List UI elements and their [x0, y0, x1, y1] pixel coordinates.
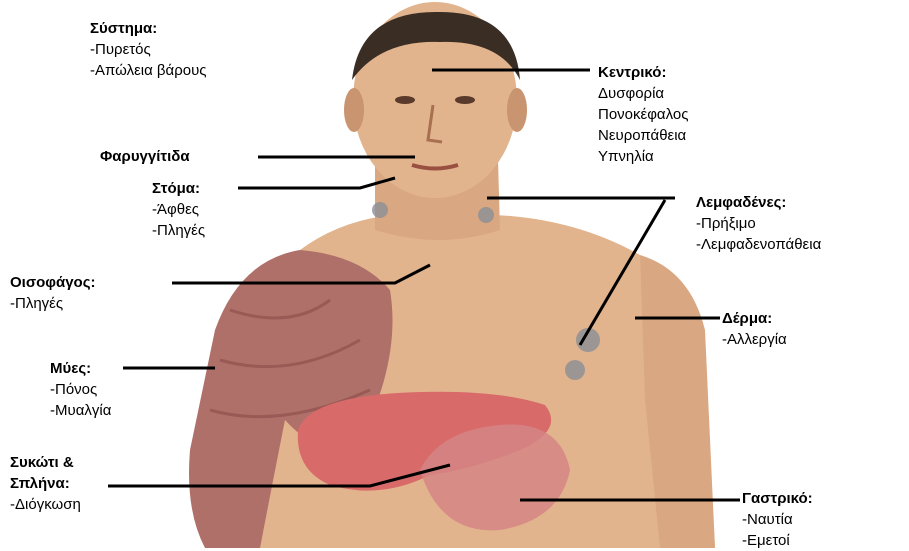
label-systemic: Σύστημα: -Πυρετός -Απώλεια βάρους [90, 18, 207, 81]
neck-lymph [372, 202, 388, 218]
label-systemic-item: -Πυρετός [90, 39, 207, 60]
label-central: Κεντρικό: Δυσφορία Πονοκέφαλος Νευροπάθε… [598, 62, 688, 167]
label-mouth-item: -Πληγές [152, 220, 205, 241]
label-lymph-nodes: Λεμφαδένες: -Πρήξιμο -Λεμφαδενοπάθεια [696, 192, 821, 255]
label-liver-spleen-item: -Διόγκωση [10, 494, 81, 515]
label-central-item: Υπνηλία [598, 146, 688, 167]
label-lymph-nodes-title: Λεμφαδένες: [696, 192, 821, 213]
label-muscles-item: -Πόνος [50, 379, 111, 400]
label-lymph-nodes-item: -Πρήξιμο [696, 213, 821, 234]
label-lymph-nodes-item: -Λεμφαδενοπάθεια [696, 234, 821, 255]
label-gastric-item: -Ναυτία [742, 509, 813, 530]
label-mouth: Στόμα: -Άφθες -Πληγές [152, 178, 205, 241]
left-eye [395, 96, 415, 104]
label-central-item: Πονοκέφαλος [598, 104, 688, 125]
label-mouth-item: -Άφθες [152, 199, 205, 220]
label-muscles-item: -Μυαλγία [50, 400, 111, 421]
label-systemic-title: Σύστημα: [90, 18, 207, 39]
leader-mouth [238, 178, 395, 188]
label-skin-item: -Αλλεργία [722, 329, 787, 350]
label-liver-spleen: Συκώτι & Σπλήνα: -Διόγκωση [10, 452, 81, 515]
left-ear [344, 88, 364, 132]
label-mouth-title: Στόμα: [152, 178, 205, 199]
label-central-title: Κεντρικό: [598, 62, 688, 83]
label-liver-spleen-title: Συκώτι & [10, 452, 81, 473]
label-systemic-item: -Απώλεια βάρους [90, 60, 207, 81]
label-skin: Δέρμα: -Αλλεργία [722, 308, 787, 350]
label-muscles-title: Μύες: [50, 358, 111, 379]
label-central-item: Δυσφορία [598, 83, 688, 104]
label-pharyngitis-title: Φαρυγγίτιδα [100, 146, 190, 167]
label-gastric-title: Γαστρικό: [742, 488, 813, 509]
label-gastric: Γαστρικό: -Ναυτία -Εμετοί [742, 488, 813, 551]
axillary-lymph [565, 360, 585, 380]
right-eye [455, 96, 475, 104]
label-central-item: Νευροπάθεια [598, 125, 688, 146]
right-ear [507, 88, 527, 132]
label-esophagus: Οισοφάγος: -Πληγές [10, 272, 96, 314]
label-skin-title: Δέρμα: [722, 308, 787, 329]
label-muscles: Μύες: -Πόνος -Μυαλγία [50, 358, 111, 421]
label-liver-spleen-title: Σπλήνα: [10, 473, 81, 494]
label-esophagus-title: Οισοφάγος: [10, 272, 96, 293]
label-esophagus-item: -Πληγές [10, 293, 96, 314]
label-pharyngitis: Φαρυγγίτιδα [100, 146, 190, 167]
neck-lymph [478, 207, 494, 223]
